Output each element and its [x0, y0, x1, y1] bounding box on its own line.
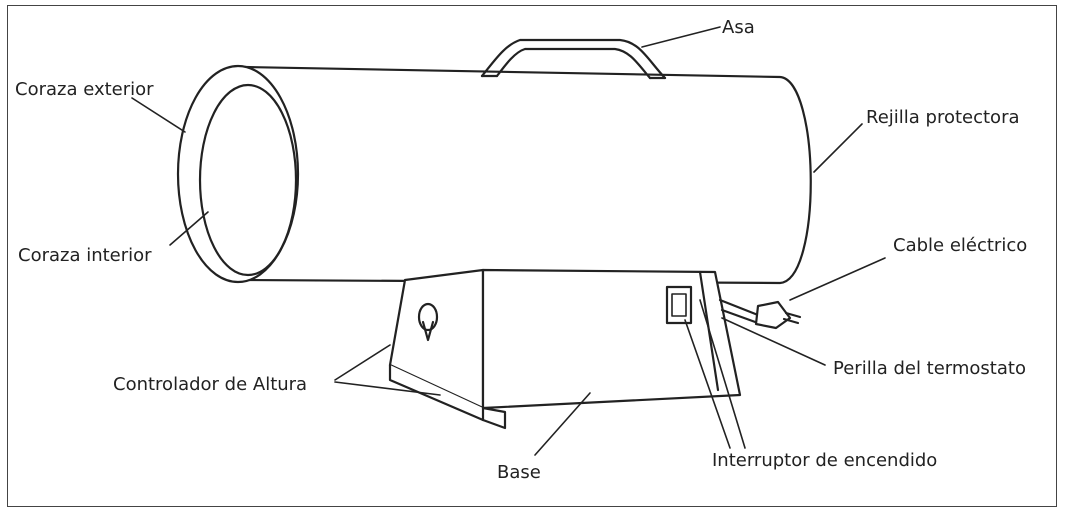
power-switch: [665, 285, 693, 325]
heater-cylinder: [176, 64, 812, 285]
power-cable: [718, 298, 802, 330]
inner-shell: [198, 83, 298, 277]
label-controlador-altura: Controlador de Altura: [113, 374, 307, 395]
outer-shell: [176, 64, 300, 284]
base-assembly: [388, 268, 742, 430]
label-asa: Asa: [722, 17, 755, 38]
label-base: Base: [497, 462, 541, 483]
label-coraza-exterior: Coraza exterior: [15, 79, 154, 100]
height-knob: [417, 302, 439, 332]
leader-lines: [131, 26, 886, 456]
label-cable-electrico: Cable eléctrico: [893, 235, 1027, 256]
label-perilla-termostato: Perilla del termostato: [833, 358, 1026, 379]
label-coraza-interior: Coraza interior: [18, 245, 152, 266]
label-rejilla-protectora: Rejilla protectora: [866, 107, 1020, 128]
label-interruptor-encendido: Interruptor de encendido: [712, 450, 937, 471]
handle: [480, 38, 667, 80]
